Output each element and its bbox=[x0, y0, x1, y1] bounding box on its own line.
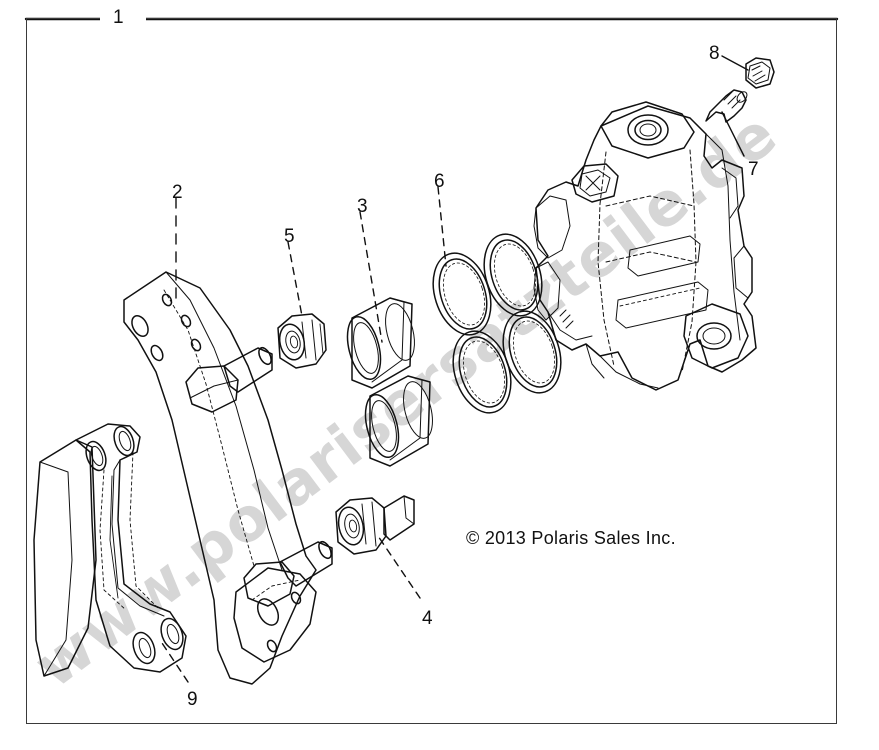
part-slide-boot-lower bbox=[335, 495, 415, 555]
part-seal-rings bbox=[432, 233, 562, 414]
callout-4: 4 bbox=[422, 608, 433, 629]
callout-2: 2 bbox=[172, 182, 183, 203]
part-slide-boot-upper bbox=[277, 313, 327, 369]
part-bleeder-cap bbox=[745, 57, 775, 89]
border-number-gap bbox=[100, 11, 146, 27]
part-piston-upper bbox=[346, 297, 415, 389]
part-mounting-bracket bbox=[123, 271, 333, 685]
callout-7: 7 bbox=[748, 159, 759, 180]
diagram-border bbox=[26, 18, 837, 724]
callout-9: 9 bbox=[187, 689, 198, 710]
part-caliper-body bbox=[533, 101, 757, 391]
part-brake-pad-set bbox=[33, 423, 187, 677]
callout-8: 8 bbox=[709, 43, 720, 64]
leader-lines bbox=[24, 17, 839, 683]
part-piston-lower bbox=[364, 375, 433, 467]
copyright-notice: © 2013 Polaris Sales Inc. bbox=[466, 528, 676, 548]
callout-6: 6 bbox=[434, 171, 445, 192]
callout-1: 1 bbox=[113, 7, 124, 28]
callout-3: 3 bbox=[357, 196, 368, 217]
part-bleeder-screw bbox=[705, 89, 748, 123]
callout-5: 5 bbox=[284, 226, 295, 247]
